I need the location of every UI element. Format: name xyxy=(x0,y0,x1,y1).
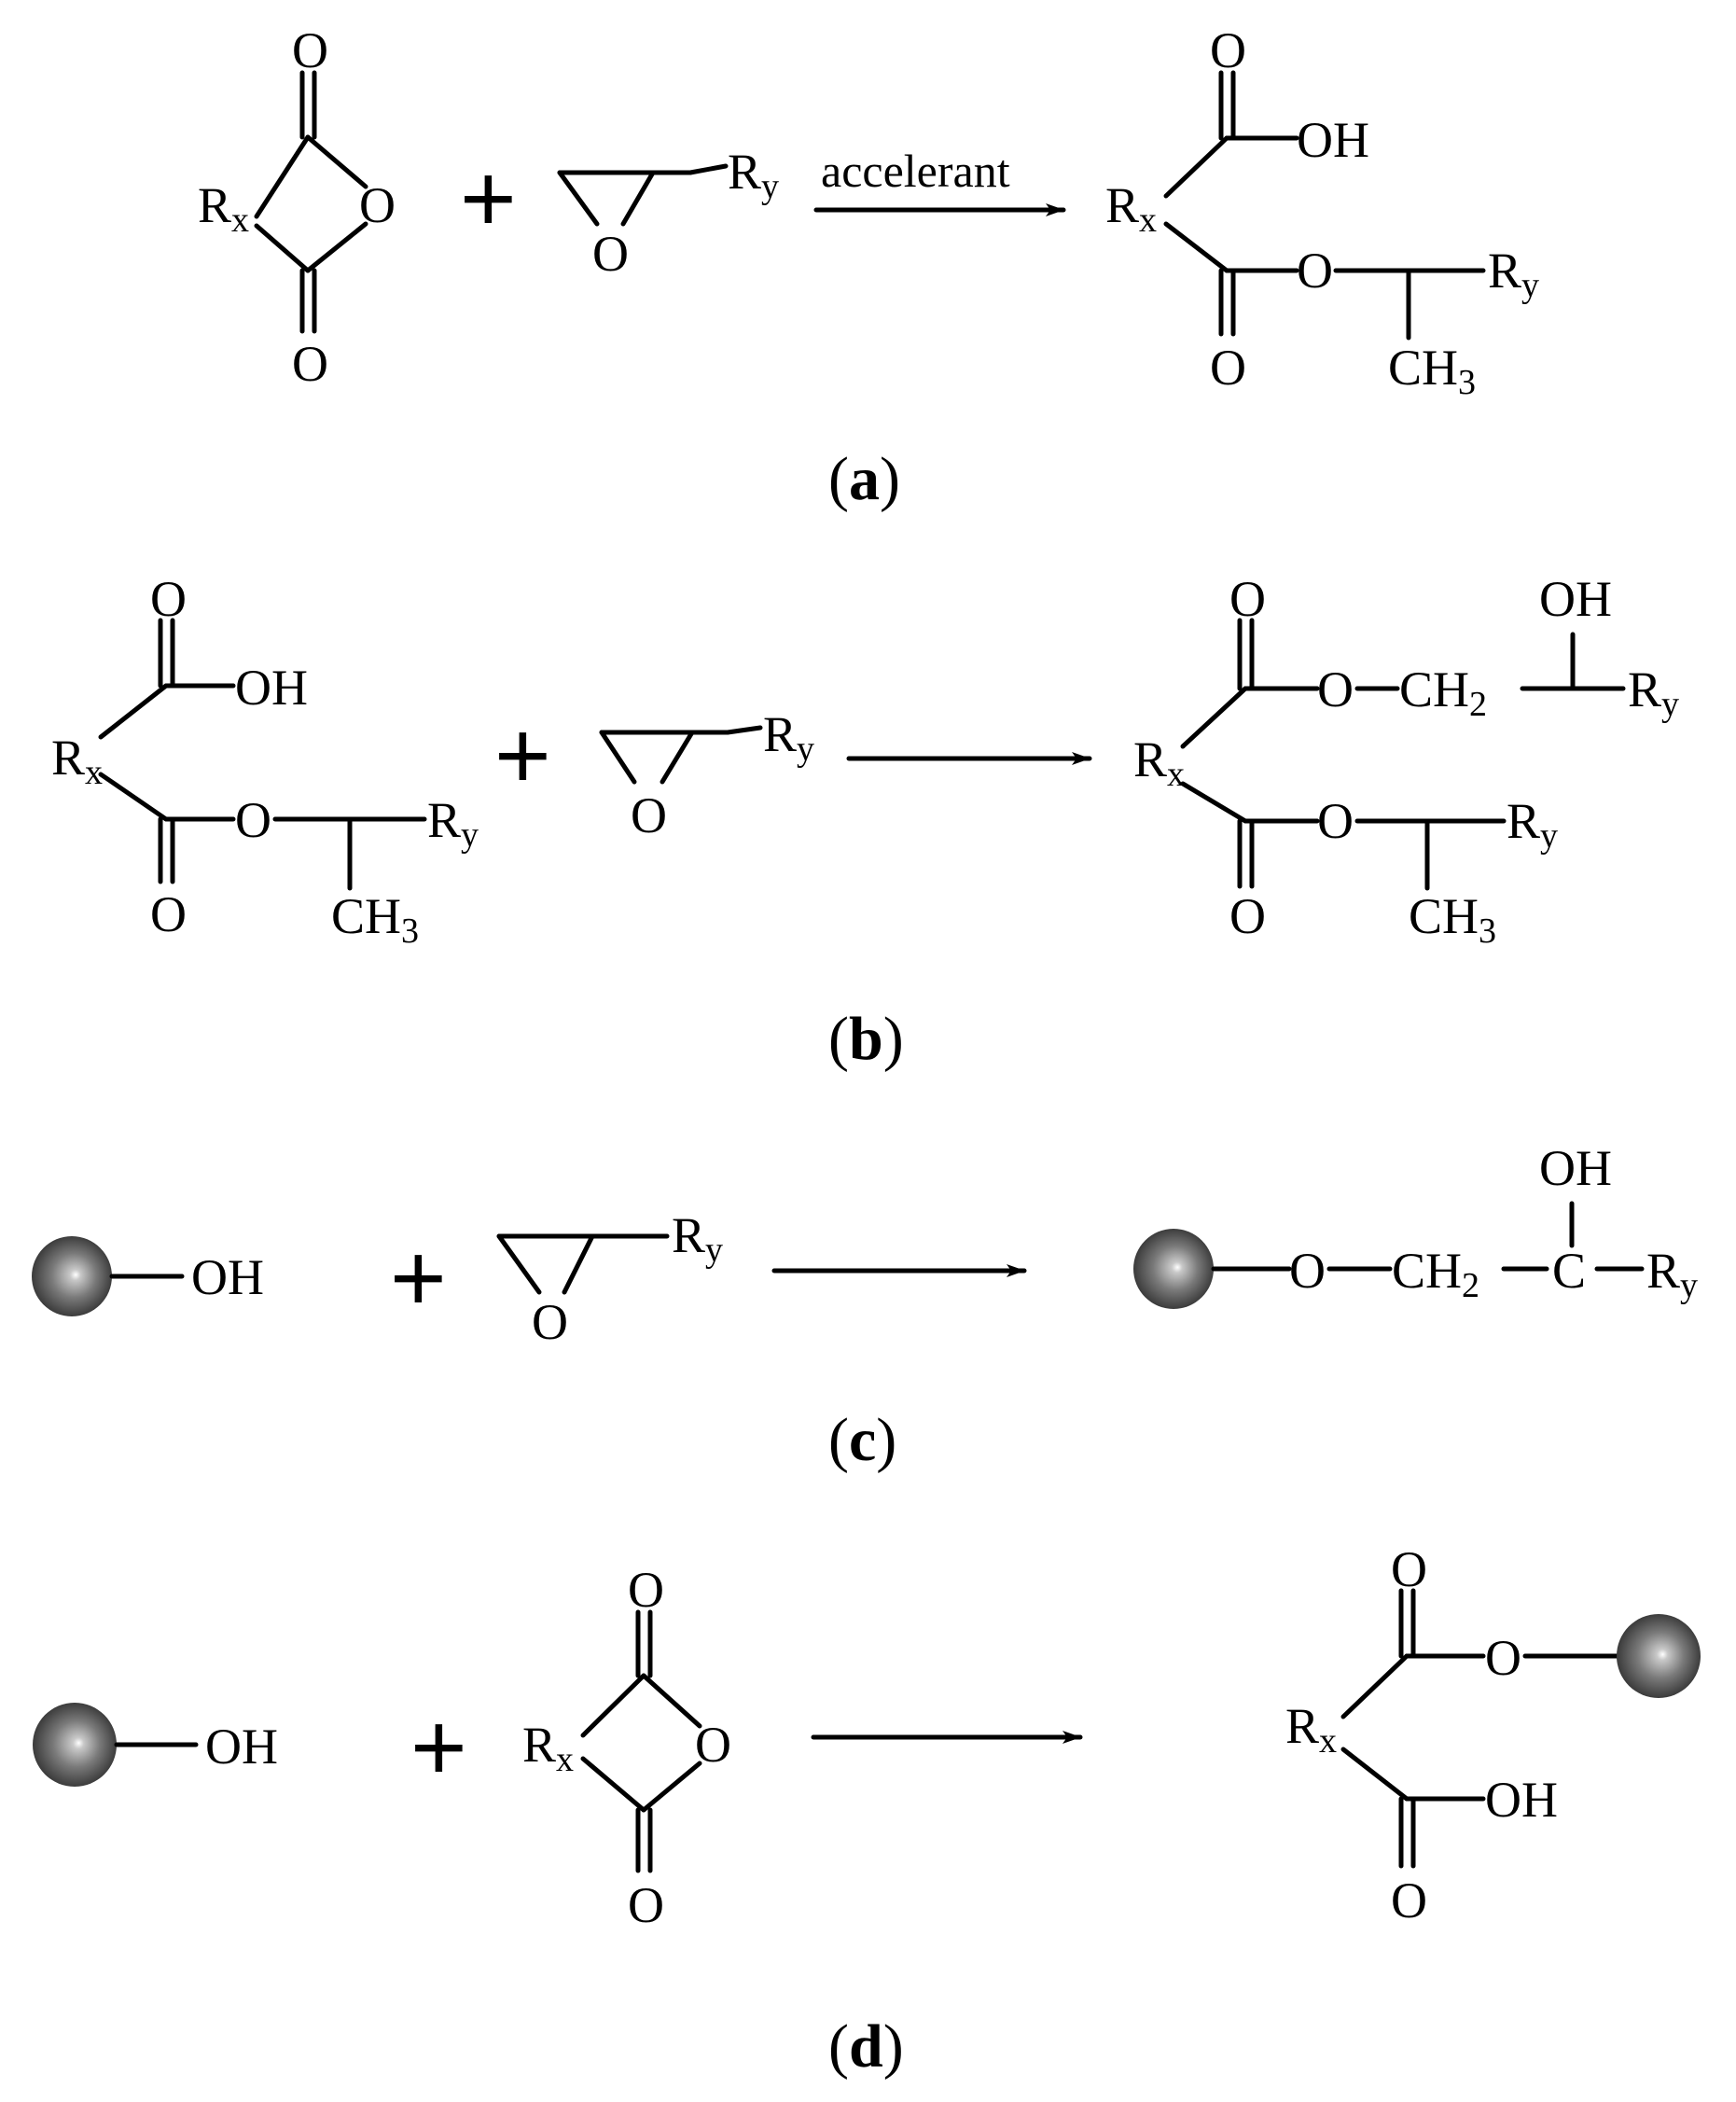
anhydride-molecule: O O Rx O xyxy=(522,1562,731,1933)
rx-label: Rx xyxy=(1285,1698,1337,1761)
carbonyl-oxygen-label: O xyxy=(292,336,328,392)
ry-label: Ry xyxy=(1628,661,1679,724)
carbonyl-oxygen-label: O xyxy=(292,22,328,78)
methyl-label: CH3 xyxy=(1388,340,1476,402)
ester-oxygen-label: O xyxy=(1485,1630,1521,1686)
monoester-acid-reactant: O OH Rx O Ry O CH3 xyxy=(51,571,479,951)
rx-label: Rx xyxy=(1105,177,1157,240)
methyl-label: CH3 xyxy=(1409,888,1496,951)
rx-label: Rx xyxy=(522,1717,574,1779)
rx-label: Rx xyxy=(1133,731,1185,794)
ry-label: Ry xyxy=(1646,1243,1698,1305)
hydroxyl-particle-reactant: OH xyxy=(32,1236,264,1316)
rx-label: Rx xyxy=(198,177,249,240)
carbonyl-oxygen-label: O xyxy=(1229,888,1266,944)
grafted-acid-product: O O Rx OH O xyxy=(1285,1541,1701,1928)
panel-label-d: (d) xyxy=(828,2012,904,2081)
ester-oxygen-label: O xyxy=(235,792,271,848)
reaction-d: OH + O O Rx O O xyxy=(33,1541,1701,2081)
ester-oxygen-label: O xyxy=(1317,661,1354,717)
ring-oxygen-label: O xyxy=(695,1717,731,1773)
reaction-a: O O O Rx + O Ry accelerant xyxy=(198,22,1539,513)
hydroxyl-label: OH xyxy=(1539,571,1612,627)
ether-oxygen-label: O xyxy=(1289,1243,1326,1299)
hydroxyl-label: OH xyxy=(1485,1772,1558,1828)
carbonyl-oxygen-label: O xyxy=(628,1877,664,1933)
epoxide-molecule: O Ry xyxy=(599,706,814,843)
panel-label-a: (a) xyxy=(828,445,900,513)
epoxide-oxygen-label: O xyxy=(592,226,629,282)
carbonyl-oxygen-label: O xyxy=(1229,571,1266,627)
hydroxyl-particle-reactant: OH xyxy=(33,1703,278,1787)
ry-label: Ry xyxy=(427,792,479,855)
ry-label: Ry xyxy=(672,1207,723,1270)
methylene-label: CH2 xyxy=(1399,661,1487,724)
particle-sphere xyxy=(1133,1229,1214,1309)
particle-sphere xyxy=(32,1236,112,1316)
diester-product: O OH O CH2 Ry Rx O Ry O CH3 xyxy=(1133,571,1679,951)
ring-oxygen-label: O xyxy=(359,177,396,233)
reaction-c: OH + O Ry O CH2 C OH Ry (c) xyxy=(32,1140,1698,1474)
methyl-label: CH3 xyxy=(331,888,419,951)
grafted-particle-product: O CH2 C OH Ry xyxy=(1133,1140,1698,1309)
carbonyl-oxygen-label: O xyxy=(1210,340,1246,396)
carbonyl-oxygen-label: O xyxy=(628,1562,664,1618)
monoester-acid-product: O OH Rx O Ry O CH3 xyxy=(1105,22,1539,402)
carbonyl-oxygen-label: O xyxy=(150,886,187,942)
carbonyl-oxygen-label: O xyxy=(1391,1541,1427,1597)
ry-label: Ry xyxy=(1507,793,1558,856)
panel-label-c: (c) xyxy=(828,1406,896,1474)
carbon-label: C xyxy=(1552,1243,1586,1299)
epoxide-molecule: O Ry xyxy=(496,1207,723,1350)
reaction-b: O OH Rx O Ry O CH3 + O Ry xyxy=(51,571,1679,1073)
epoxide-molecule: O Ry xyxy=(557,144,779,282)
panel-label-b: (b) xyxy=(828,1005,904,1073)
particle-sphere xyxy=(1617,1614,1701,1698)
particle-sphere xyxy=(33,1703,117,1787)
anhydride-molecule: O O O Rx xyxy=(198,22,396,392)
hydroxyl-label: OH xyxy=(1539,1140,1612,1196)
epoxide-oxygen-label: O xyxy=(631,787,667,843)
methylene-label: CH2 xyxy=(1392,1243,1479,1305)
ester-oxygen-label: O xyxy=(1317,793,1354,849)
hydroxyl-label: OH xyxy=(205,1719,278,1775)
ry-label: Ry xyxy=(1488,243,1539,305)
carbonyl-oxygen-label: O xyxy=(1391,1872,1427,1928)
ry-label: Ry xyxy=(728,144,779,206)
epoxide-oxygen-label: O xyxy=(532,1294,568,1350)
hydroxyl-label: OH xyxy=(235,660,308,716)
plus-sign: + xyxy=(460,145,517,253)
carbonyl-oxygen-label: O xyxy=(1210,22,1246,78)
ester-oxygen-label: O xyxy=(1297,243,1333,299)
ry-label: Ry xyxy=(763,706,814,769)
plus-sign: + xyxy=(390,1224,447,1332)
hydroxyl-label: OH xyxy=(191,1249,264,1305)
carbonyl-oxygen-label: O xyxy=(150,571,187,627)
arrow-label: accelerant xyxy=(821,145,1010,197)
plus-sign: + xyxy=(494,702,551,810)
rx-label: Rx xyxy=(51,730,103,792)
hydroxyl-label: OH xyxy=(1297,112,1369,168)
plus-sign: + xyxy=(410,1693,467,1802)
